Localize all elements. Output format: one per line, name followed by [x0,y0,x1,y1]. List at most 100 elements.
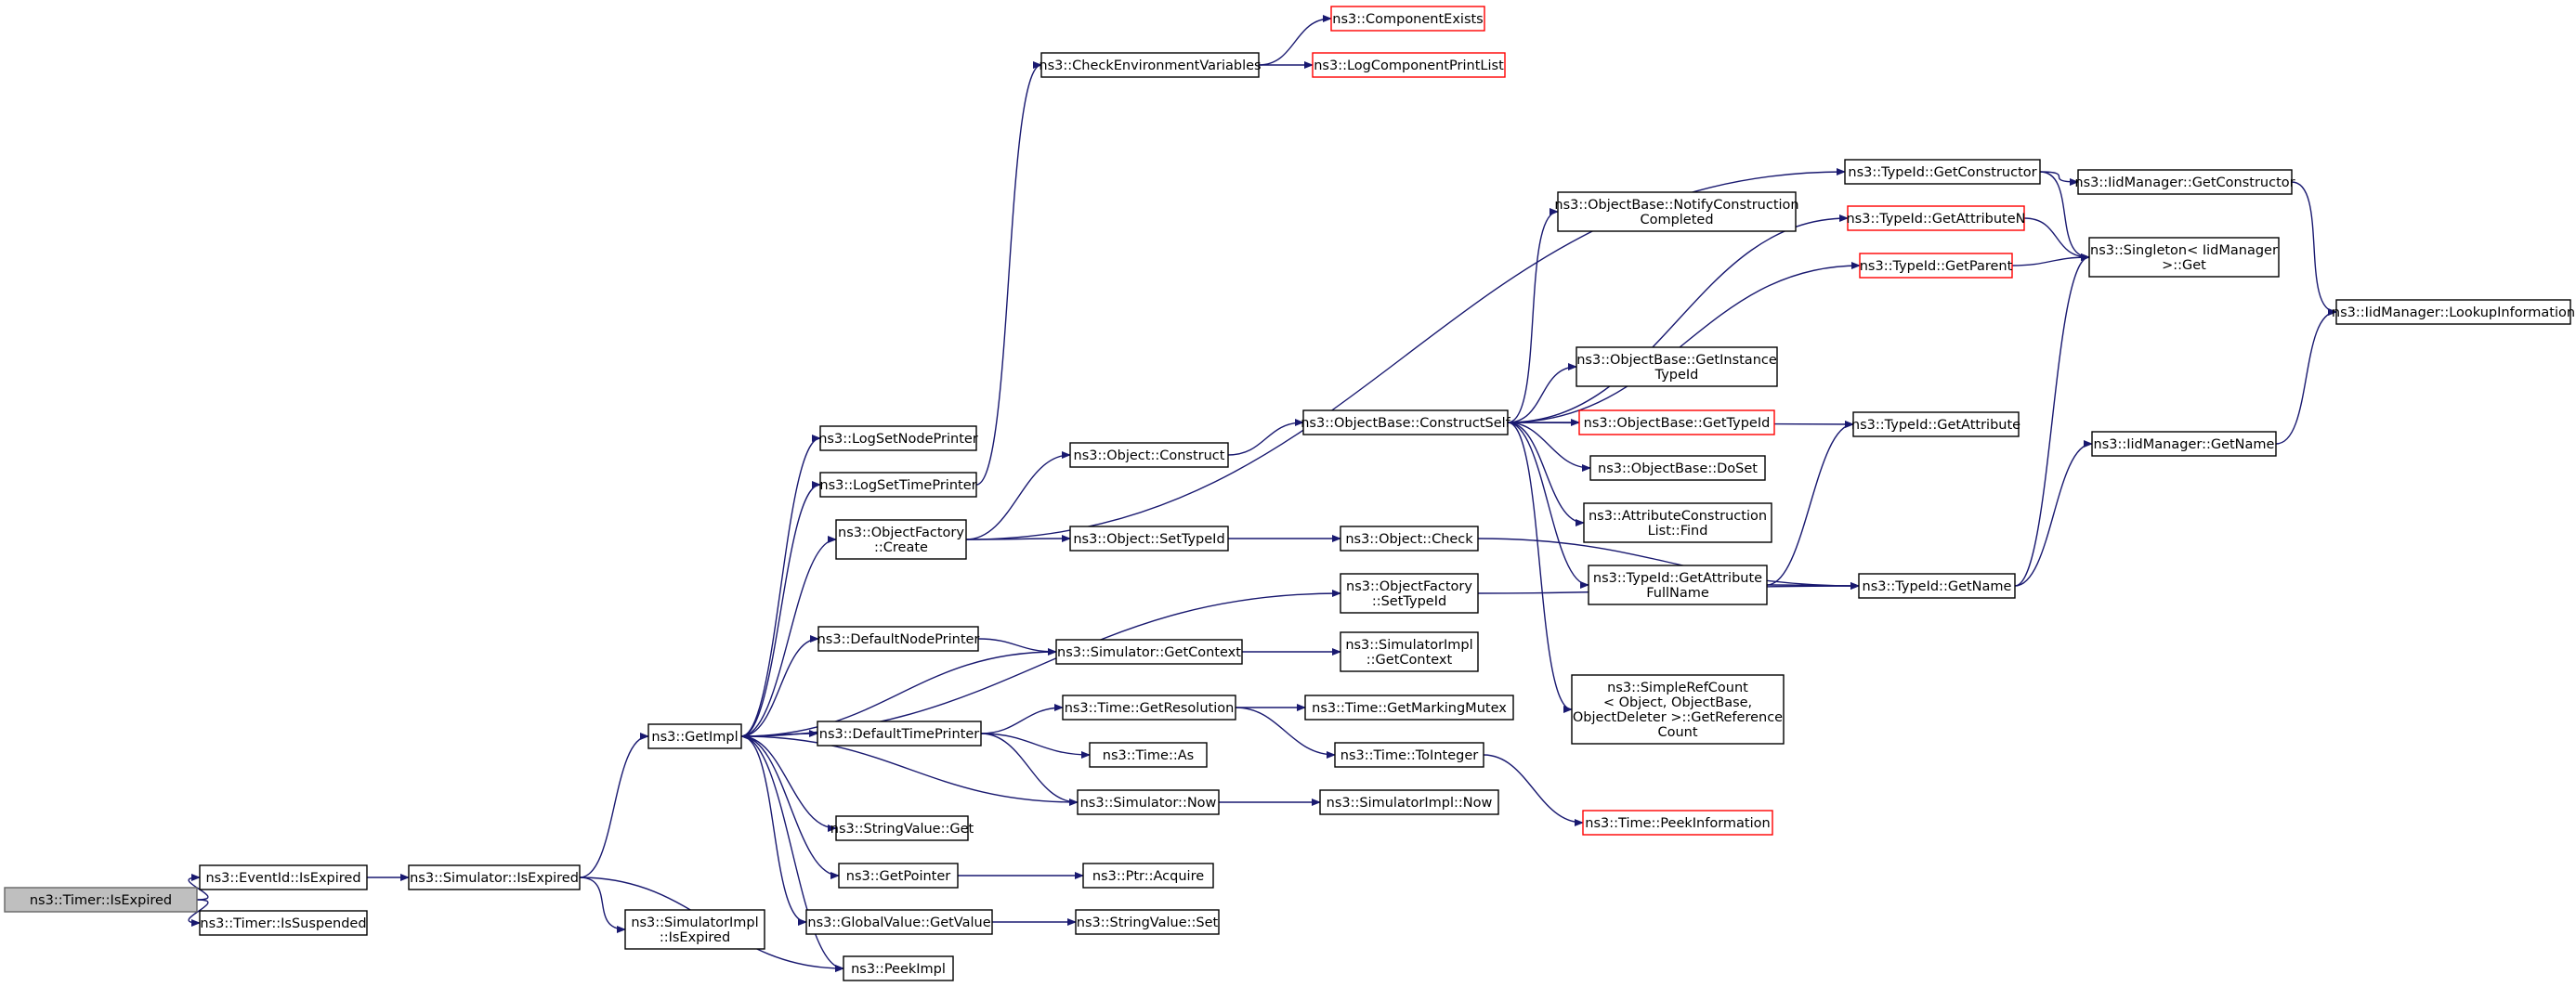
edge-objbase_constructself-to-objbase_notify [1507,208,1559,423]
node-simimpl-isexpired[interactable]: ns3::SimulatorImpl::IsExpired [624,909,765,950]
edge-time_tointeger-to-time_peekinformation [1483,754,1584,826]
node-box [1844,159,2041,185]
node-objfactory-settypeid[interactable]: ns3::ObjectFactory::SetTypeId [1340,573,1479,614]
edge-sim_isexpired-to-simimpl_isexpired [579,877,626,933]
node-box [1589,455,1766,481]
edge-getimpl-to-objfactory_create [740,536,837,737]
node-object-construct[interactable]: ns3::Object::Construct [1069,442,1229,468]
edge-timer_isexpired-to-eventid_isexpired [188,874,209,901]
node-label: ns3::Simulator::IsExpired [410,871,579,886]
node-objbase-notify[interactable]: ns3::ObjectBase::NotifyConstructionCompl… [1554,191,1799,232]
node-label: ns3::SimulatorImpl [1345,638,1472,653]
node-time-peekinformation[interactable]: ns3::Time::PeekInformation [1582,810,1773,836]
node-timer-issuspended[interactable]: ns3::Timer::IsSuspended [199,910,368,936]
node-log-set-node-printer[interactable]: ns3::LogSetNodePrinter [818,425,978,451]
node-label: ns3::ComponentExists [1332,12,1484,27]
node-box [199,864,368,890]
node-label: ns3::Time::As [1103,748,1194,763]
node-box [1319,789,1499,815]
node-peekimpl[interactable]: ns3::PeekImpl [843,955,954,981]
node-label: FullName [1646,586,1709,601]
node-typeid-getattribute[interactable]: ns3::TypeId::GetAttribute [1851,411,2020,437]
node-label: ns3::ObjectFactory [1346,579,1472,594]
node-label: ns3::TypeId::GetAttribute [1593,571,1762,586]
node-ptr-acquire[interactable]: ns3::Ptr::Acquire [1082,863,1214,889]
node-label: ns3::AttributeConstruction [1589,509,1767,524]
nodes-layer: ns3::Timer::IsExpired ns3::EventId::IsExp… [4,6,2575,981]
node-default-node-printer[interactable]: ns3::DefaultNodePrinter [817,626,980,652]
edge-iidmanager_getconstructor-to-iidmanager_lookupinformation [2291,181,2337,316]
node-log-set-time-printer[interactable]: ns3::LogSetTimePrinter [819,472,977,498]
node-objfactory-create[interactable]: ns3::ObjectFactory::Create [835,519,967,560]
node-simimpl-getcontext[interactable]: ns3::SimulatorImpl::GetContext [1340,631,1479,672]
node-iidmanager-getconstructor[interactable]: ns3::IidManager::GetConstructor [2074,169,2295,195]
node-objbase-constructself[interactable]: ns3::ObjectBase::ConstructSelf [1301,409,1511,435]
node-box [2077,169,2293,195]
edge-typeid_getname-to-singleton_get [2014,253,2090,587]
node-timer-isexpired[interactable]: ns3::Timer::IsExpired [4,887,198,913]
node-box [843,955,954,981]
node-globalvalue-getvalue[interactable]: ns3::GlobalValue::GetValue [805,909,993,935]
node-typeid-getconstructor[interactable]: ns3::TypeId::GetConstructor [1844,159,2041,185]
node-box [1334,742,1484,768]
node-stringvalue-set[interactable]: ns3::StringValue::Set [1075,909,1220,935]
node-eventid-isexpired[interactable]: ns3::EventId::IsExpired [199,864,368,890]
node-box [1075,909,1220,935]
node-label: ns3::SimpleRefCount [1607,681,1748,695]
node-box [1089,742,1208,768]
node-label: Completed [1640,213,1713,227]
node-stringvalue-get[interactable]: ns3::StringValue::Get [830,815,974,841]
node-box [1588,565,1768,605]
node-objbase-gettypeid[interactable]: ns3::ObjectBase::GetTypeId [1578,409,1775,435]
edge-default_time_printer-to-sim_now [980,733,1079,806]
node-getimpl[interactable]: ns3::GetImpl [647,723,742,749]
node-iidmanager-lookupinformation[interactable]: ns3::IidManager::LookupInformation [2332,299,2575,325]
node-label: ns3::ObjectBase::ConstructSelf [1301,416,1510,431]
edge-default_time_printer-to-time_as [980,733,1091,759]
edge-typeid_getattributen-to-singleton_get [2023,217,2090,261]
node-typeid-getattributen[interactable]: ns3::TypeId::GetAttributeN [1846,205,2026,231]
node-label: ns3::Simulator::GetContext [1057,645,1241,660]
node-object-settypeid[interactable]: ns3::Object::SetTypeId [1069,526,1229,552]
node-typeid-getparent[interactable]: ns3::TypeId::GetParent [1859,253,2013,279]
node-label: < Object, ObjectBase, [1603,695,1752,710]
node-default-time-printer[interactable]: ns3::DefaultTimePrinter [817,721,982,747]
node-component-exists[interactable]: ns3::ComponentExists [1330,6,1485,32]
node-time-tointeger[interactable]: ns3::Time::ToInteger [1334,742,1484,768]
node-box [647,723,742,749]
node-time-getmarkingmutex[interactable]: ns3::Time::GetMarkingMutex [1304,695,1514,721]
node-label: ::GetContext [1366,653,1453,668]
edge-objbase_constructself-to-typeid_getparent [1507,262,1861,423]
node-sim-isexpired[interactable]: ns3::Simulator::IsExpired [408,864,581,890]
node-simimpl-now[interactable]: ns3::SimulatorImpl::Now [1319,789,1499,815]
node-objbase-doset[interactable]: ns3::ObjectBase::DoSet [1589,455,1766,481]
node-sim-now[interactable]: ns3::Simulator::Now [1077,789,1220,815]
node-getpointer[interactable]: ns3::GetPointer [838,863,959,889]
edge-object_construct-to-objbase_constructself [1227,419,1304,456]
node-check-env-vars[interactable]: ns3::CheckEnvironmentVariables [1039,52,1262,78]
node-label: Count [1657,725,1697,740]
node-label: ns3::Time::GetMarkingMutex [1312,701,1507,716]
node-label: ns3::EventId::IsExpired [205,871,360,886]
edge-typeid_getconstructor-to-singleton_get [2039,171,2090,261]
node-time-as[interactable]: ns3::Time::As [1089,742,1208,768]
node-simplerefcount[interactable]: ns3::SimpleRefCount< Object, ObjectBase,… [1571,674,1785,745]
node-typeid-getname[interactable]: ns3::TypeId::GetName [1858,573,2016,599]
node-singleton-get[interactable]: ns3::Singleton< IidManager >::Get [2088,237,2280,278]
edge-check_env_vars-to-component_exists [1258,15,1332,66]
node-label: ns3::Timer::IsExpired [30,893,172,908]
node-label: ns3::ObjectBase::GetTypeId [1584,416,1771,431]
node-sim-getcontext[interactable]: ns3::Simulator::GetContext [1055,639,1243,665]
node-log-component-print-list[interactable]: ns3::LogComponentPrintList [1312,52,1506,78]
node-box [817,721,982,747]
node-box [1340,631,1479,672]
node-box [408,864,581,890]
node-object-check[interactable]: ns3::Object::Check [1340,526,1479,552]
node-box [1571,674,1785,745]
node-time-getresolution[interactable]: ns3::Time::GetResolution [1062,695,1236,721]
node-iidmanager-getname[interactable]: ns3::IidManager::GetName [2091,431,2277,457]
node-label: ns3::Timer::IsSuspended [200,916,366,931]
